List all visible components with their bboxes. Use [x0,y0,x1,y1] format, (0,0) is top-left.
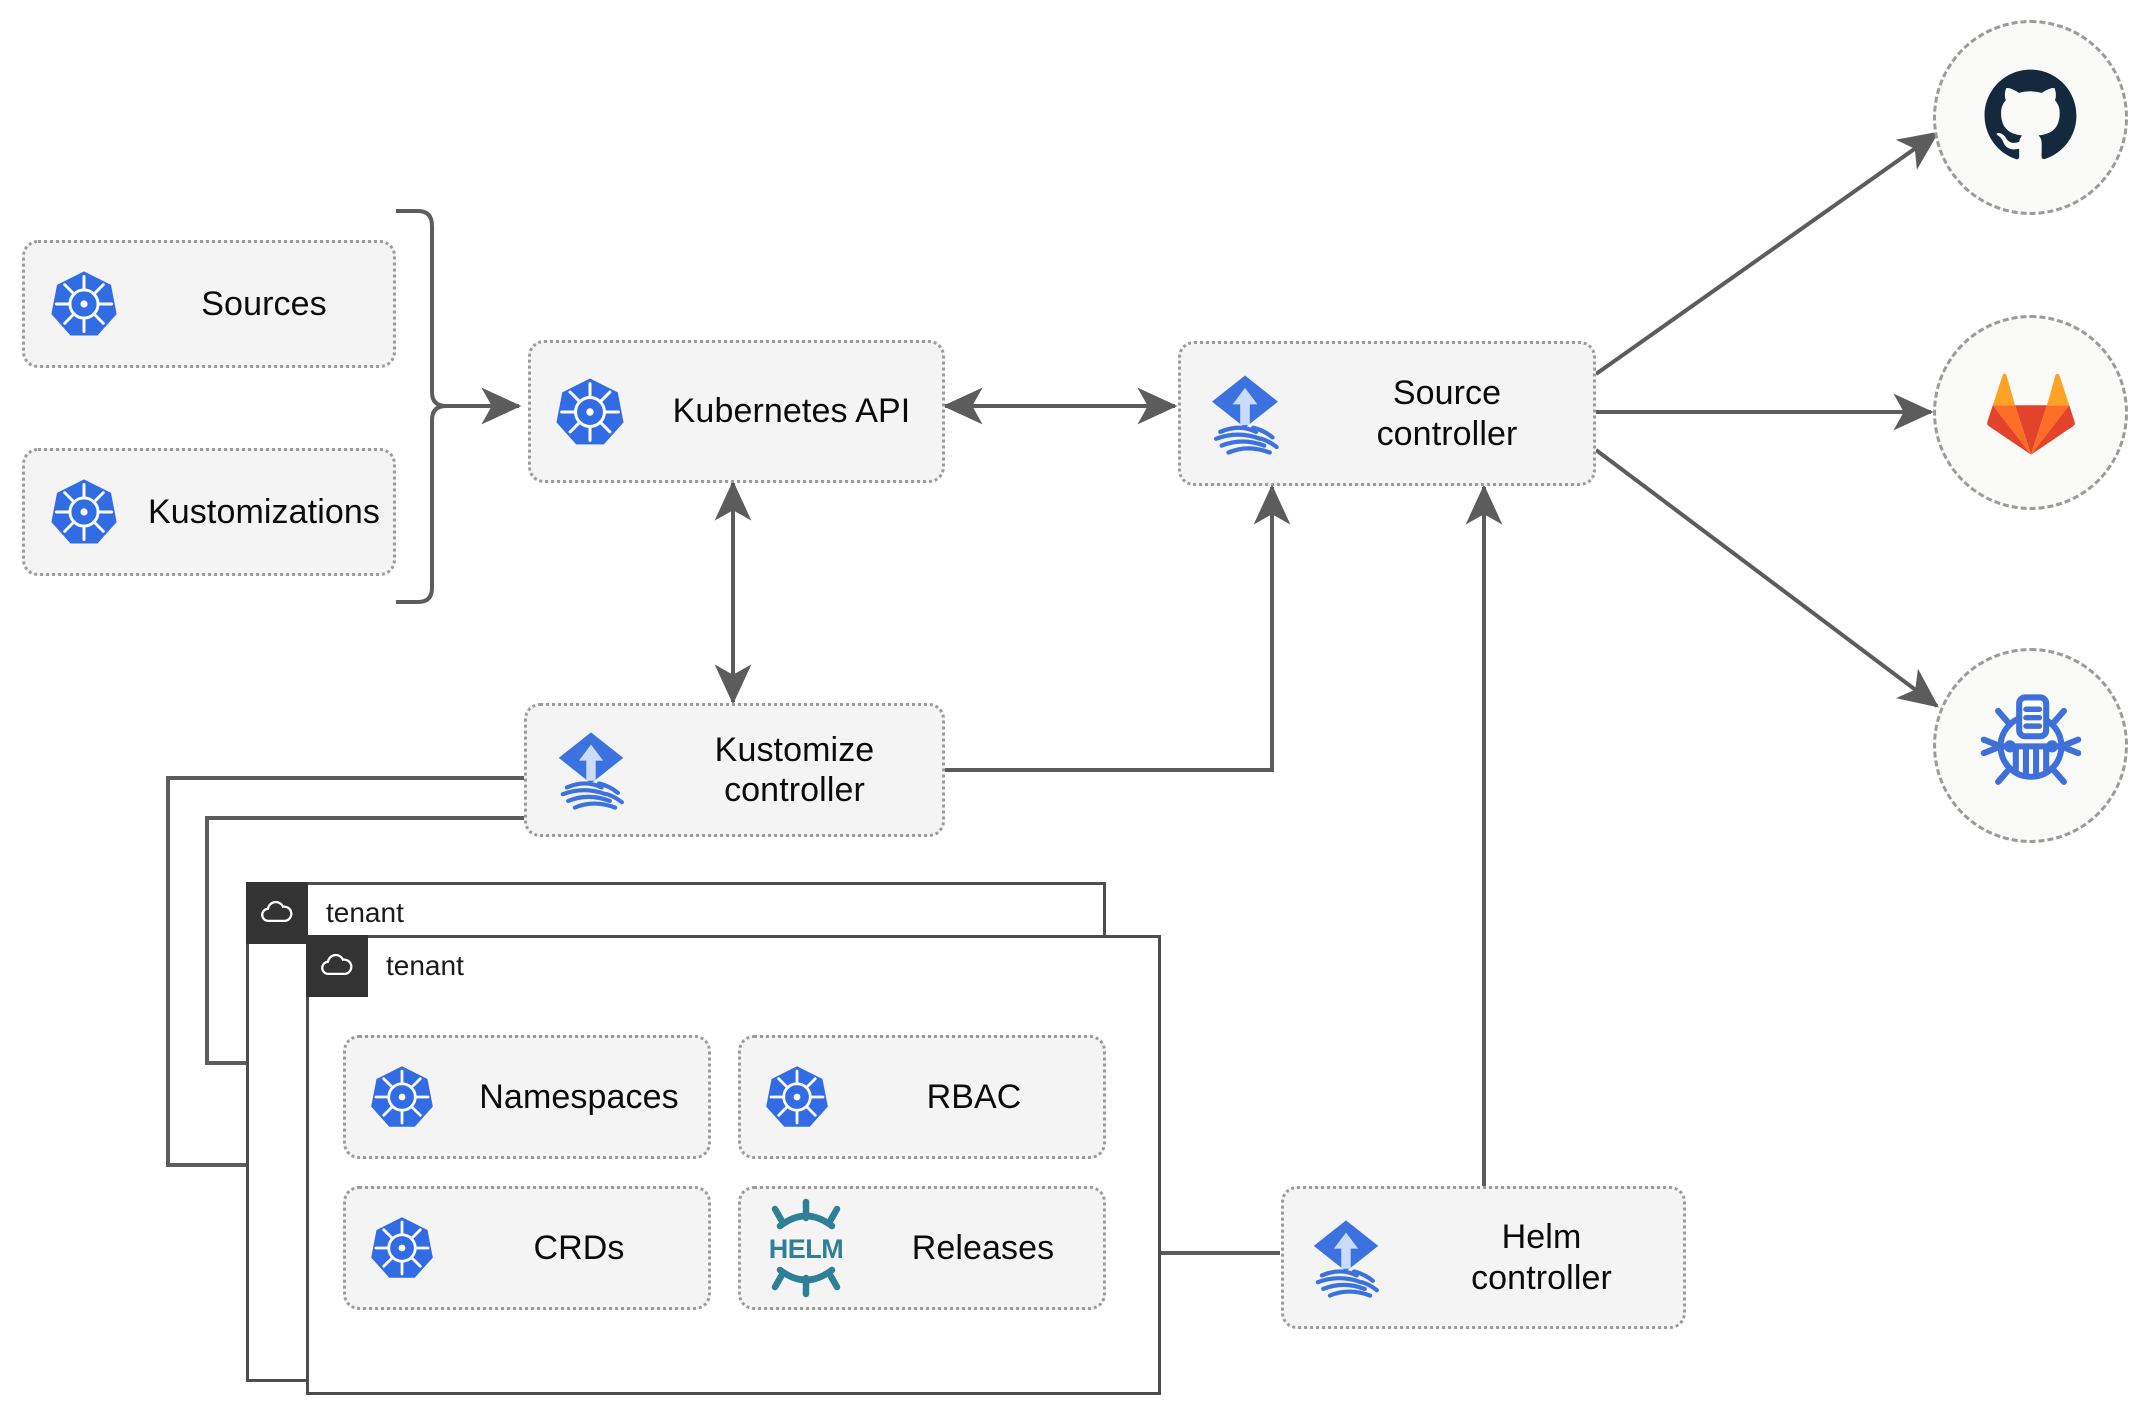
node-label: CRDs [533,1228,625,1267]
kubernetes-icon [25,268,143,340]
node-kubernetes-api[interactable]: Kubernetes API [528,340,945,483]
node-label: Source controller [1376,374,1518,453]
helm-icon: HELM [741,1196,871,1300]
node-kustomize-controller[interactable]: Kustomize controller [524,703,945,837]
node-rbac[interactable]: RBAC [738,1035,1106,1159]
tenant-tabbar: tenant [246,882,404,944]
node-helm-controller[interactable]: Helm controller [1281,1186,1686,1329]
github-icon [1978,63,2083,173]
node-crds[interactable]: CRDs [343,1186,711,1310]
helm-wordmark: HELM [769,1234,844,1264]
kubernetes-icon [741,1063,853,1131]
node-releases[interactable]: HELM Releases [738,1186,1106,1310]
node-label: Sources [201,284,327,323]
kubernetes-icon [346,1063,458,1131]
flux-icon [1284,1215,1408,1301]
node-sources[interactable]: Sources [22,240,396,368]
tenant-tabbar: tenant [306,935,464,997]
node-label: RBAC [926,1077,1022,1116]
kubernetes-icon [531,375,649,449]
kubernetes-icon [25,476,143,548]
node-source-controller[interactable]: Source controller [1178,341,1596,486]
gitlab-icon [1980,359,2082,466]
kubernetes-icon [346,1214,458,1282]
flux-icon [527,727,655,813]
cloud-icon [246,882,308,944]
provider-bucket[interactable] [1933,648,2128,843]
node-label: Kustomizations [148,492,380,531]
flux-icon [1181,370,1309,458]
provider-gitlab[interactable] [1933,315,2128,510]
node-label: Releases [911,1228,1055,1267]
tenant-name: tenant [326,897,404,928]
node-label: Kubernetes API [672,392,911,431]
node-label: Namespaces [479,1077,679,1116]
node-label: Helm controller [1471,1218,1612,1297]
provider-github[interactable] [1933,20,2128,215]
node-label: Kustomize controller [714,730,875,809]
tenant-name: tenant [386,950,464,981]
node-kustomizations[interactable]: Kustomizations [22,448,396,576]
tenant-inner[interactable]: tenant [306,935,1161,1395]
bucket-icon [1977,689,2085,802]
node-namespaces[interactable]: Namespaces [343,1035,711,1159]
cloud-icon [306,935,368,997]
